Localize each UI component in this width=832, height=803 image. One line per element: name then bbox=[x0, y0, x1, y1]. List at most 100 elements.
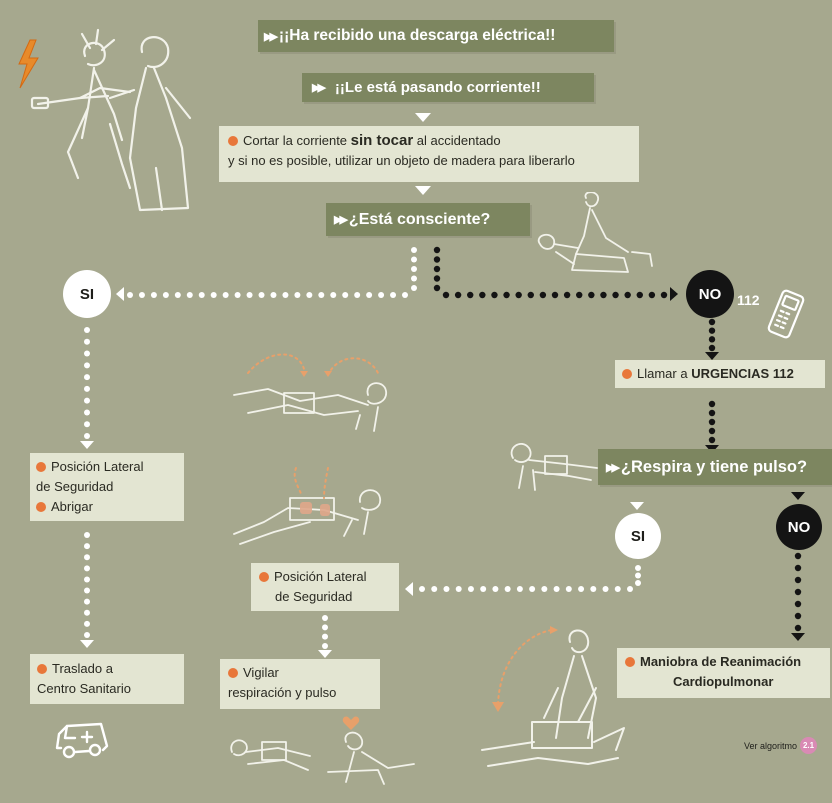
step-lateral-position-left: Posición Lateral de Seguridad Abrigar bbox=[30, 453, 184, 521]
connector-dot bbox=[612, 291, 619, 299]
phone-number-label: 112 bbox=[737, 292, 760, 308]
recovery-position-illustration-1 bbox=[233, 353, 387, 432]
connector-dot bbox=[84, 565, 90, 572]
connector-dot bbox=[794, 552, 802, 560]
connector-dot bbox=[390, 292, 397, 298]
connector-dot bbox=[708, 344, 716, 352]
connector-dot bbox=[794, 588, 802, 596]
connector-dot bbox=[84, 609, 90, 616]
connector-dot bbox=[258, 292, 265, 298]
connector-dot bbox=[411, 247, 417, 253]
decision-yes-breathing: SI bbox=[615, 513, 661, 559]
connector-dot bbox=[198, 292, 205, 298]
connector-dot bbox=[84, 576, 90, 583]
check-consciousness-illustration bbox=[537, 192, 653, 273]
connector-dot bbox=[480, 586, 487, 592]
connector-dot bbox=[433, 275, 441, 282]
banner-current-passing: ▶▶ ¡¡Le está pasando corriente!! bbox=[302, 73, 594, 102]
connector-dot bbox=[433, 246, 441, 254]
connector-dot bbox=[794, 612, 802, 620]
connector-dot bbox=[515, 291, 522, 299]
connector-dot bbox=[378, 292, 385, 298]
banner-conscious-question: ▶▶ ¿Está consciente? bbox=[326, 203, 530, 236]
recovery-position-illustration-2 bbox=[233, 467, 381, 545]
connector-dot bbox=[491, 291, 498, 299]
connector-dot bbox=[492, 586, 499, 592]
banner-conscious-question-text: ¿Está consciente? bbox=[348, 210, 491, 228]
banner-electric-shock: ▶▶ ¡¡Ha recibido una descarga eléctrica!… bbox=[258, 20, 614, 52]
connector-dot bbox=[565, 586, 572, 592]
connector-dot bbox=[294, 292, 301, 298]
connector-dot bbox=[443, 586, 450, 592]
connector-dot bbox=[708, 418, 716, 426]
connector-dot bbox=[602, 586, 609, 592]
connector-dot bbox=[636, 291, 643, 299]
connector-dot bbox=[794, 624, 802, 632]
double-chevron-icon: ▶▶ bbox=[264, 30, 278, 43]
connector-dot bbox=[84, 620, 90, 627]
connector-dot bbox=[433, 256, 441, 263]
arrow-to-cut-current bbox=[415, 113, 431, 122]
connector-dot bbox=[84, 421, 90, 428]
connector-dot bbox=[539, 291, 547, 299]
connector-dot bbox=[467, 586, 474, 592]
connector-dot bbox=[431, 586, 438, 592]
connector-dot bbox=[479, 291, 486, 299]
connector-dot bbox=[529, 586, 536, 592]
connector-dot bbox=[708, 409, 716, 417]
connector-dot bbox=[551, 291, 559, 299]
connector-dot bbox=[270, 292, 277, 298]
arrow-to-si-left bbox=[116, 287, 124, 301]
step-cpr: Maniobra de Reanimación Cardiopulmonar bbox=[617, 648, 830, 698]
bullet-icon bbox=[259, 572, 269, 582]
connector-dot bbox=[210, 292, 217, 298]
connector-dot bbox=[454, 291, 462, 299]
connector-dot bbox=[84, 532, 90, 538]
bullet-icon bbox=[36, 462, 46, 472]
bullet-icon bbox=[622, 369, 632, 379]
connector-dot bbox=[411, 275, 417, 282]
connector-dot bbox=[590, 586, 597, 592]
connector-dot bbox=[708, 327, 716, 334]
connector-dot bbox=[84, 397, 90, 404]
connector-dot bbox=[578, 586, 585, 592]
algorithm-badge: 2.1 bbox=[800, 737, 818, 754]
connector-dot bbox=[708, 427, 716, 435]
connector-dot bbox=[322, 633, 328, 640]
banner-current-passing-text: ¡¡Le está pasando corriente!! bbox=[334, 79, 541, 96]
connector-dot bbox=[84, 362, 90, 369]
step-cut-current-line1: Cortar la corriente sin tocar al acciden… bbox=[228, 131, 639, 151]
connector-dot bbox=[635, 565, 641, 571]
connector-dot bbox=[794, 564, 802, 572]
connector-dot bbox=[588, 291, 595, 299]
connector-dot bbox=[635, 572, 641, 579]
arrow-to-si-right bbox=[630, 502, 644, 510]
arrow-to-pls-center bbox=[405, 582, 413, 596]
connector-dot bbox=[282, 292, 289, 298]
connector-dot bbox=[138, 292, 145, 298]
connector-dot bbox=[411, 285, 417, 291]
connector-dot bbox=[455, 586, 462, 592]
decision-no-breathing: NO bbox=[776, 504, 822, 550]
connector-dot bbox=[246, 292, 253, 298]
connector-dot bbox=[322, 615, 328, 621]
connector-dot bbox=[516, 586, 523, 592]
connector-dot bbox=[84, 543, 90, 550]
bullet-icon bbox=[228, 136, 238, 146]
arrow-to-conscious bbox=[415, 186, 431, 195]
step-call-emergency: Llamar a URGENCIAS 112 bbox=[615, 360, 825, 388]
connector-dot bbox=[503, 291, 510, 299]
connector-dot bbox=[322, 643, 328, 649]
connector-dot bbox=[467, 291, 474, 299]
banner-breathing-question-text: ¿Respira y tiene pulso? bbox=[620, 457, 808, 476]
connector-dot bbox=[527, 291, 534, 299]
algorithm-reference[interactable]: Ver algoritmo 2.1 bbox=[744, 737, 818, 754]
connector-dot bbox=[660, 291, 668, 299]
algorithm-reference-label: Ver algoritmo bbox=[744, 740, 798, 751]
connector-dot bbox=[84, 587, 90, 594]
cpr-illustration bbox=[481, 626, 625, 767]
electrocution-illustration bbox=[30, 28, 192, 212]
connector-dot bbox=[342, 292, 349, 298]
connector-dot bbox=[84, 350, 90, 357]
